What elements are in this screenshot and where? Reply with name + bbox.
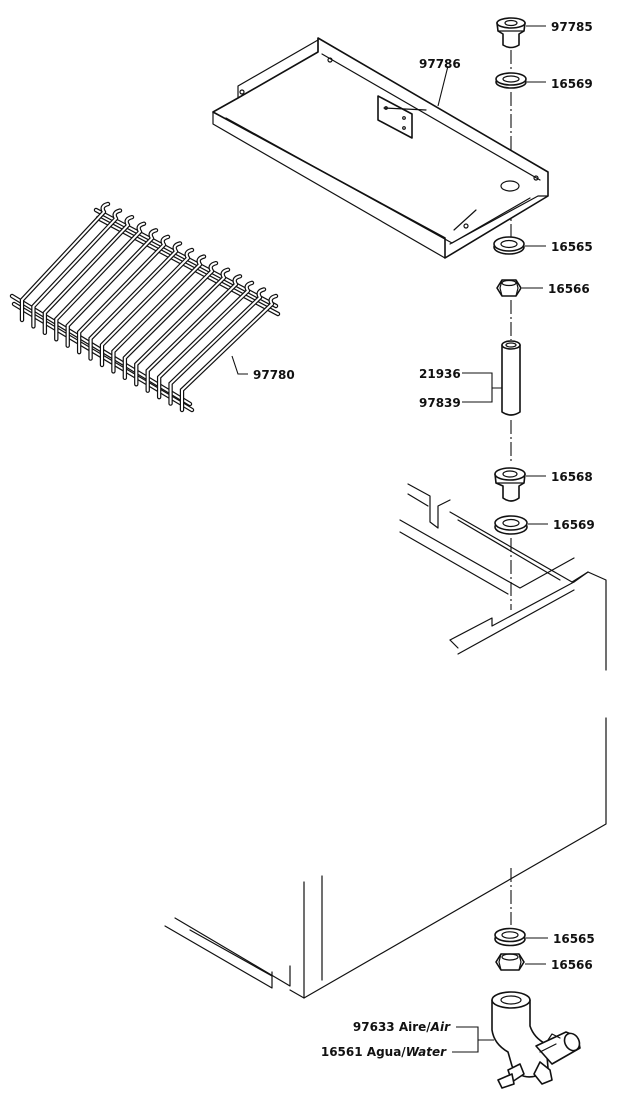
label-16565-lower: 16565: [553, 932, 595, 946]
gasket-top: [495, 72, 527, 89]
grid-wire-core: [55, 222, 145, 341]
washer-upper: [493, 236, 525, 255]
label-97633-num: 97633 Aire/: [353, 1020, 431, 1034]
label-16568: 16568: [551, 470, 593, 484]
label-16566-upper: 16566: [548, 282, 590, 296]
grid-wire-core: [169, 288, 265, 405]
standpipe: [501, 340, 521, 416]
drip-tray: [212, 37, 549, 259]
leader-lines: [231, 25, 548, 1053]
grid-wire-core: [78, 235, 169, 354]
label-97633-word: Air: [430, 1020, 451, 1034]
drain-fitting-mid: [494, 467, 526, 502]
grid-wire-core: [181, 295, 277, 411]
label-16561: 16561 Agua/Water: [321, 1045, 447, 1059]
label-16561-num: 16561 Agua/: [321, 1045, 406, 1059]
grid-wire-core: [66, 229, 157, 347]
grid-wire-core: [101, 249, 193, 366]
label-97780: 97780: [253, 368, 295, 382]
grid-rail-back-core: [97, 217, 279, 315]
washer-lower: [494, 927, 526, 947]
grid-wire-core: [21, 203, 109, 321]
grid-wire-core: [112, 255, 205, 373]
label-16566-lower: 16566: [551, 958, 593, 972]
grid-wire-core: [158, 281, 253, 399]
label-16561-word: Water: [406, 1045, 447, 1059]
label-97633: 97633 Aire/Air: [353, 1020, 451, 1034]
cabinet-upper: [399, 483, 607, 671]
grid: [9, 201, 281, 413]
label-16569-mid: 16569: [553, 518, 595, 532]
valve-assembly: [491, 991, 581, 1089]
grid-wire-core: [146, 275, 241, 392]
gasket-mid: [494, 515, 528, 535]
label-16569-top: 16569: [551, 77, 593, 91]
label-16565-upper: 16565: [551, 240, 593, 254]
label-97786: 97786: [419, 57, 461, 71]
drain-fitting-top: [496, 17, 526, 49]
label-21936: 21936: [419, 367, 461, 381]
grid-wire-core: [123, 262, 217, 379]
label-97839: 97839: [419, 396, 461, 410]
grid-wire-core: [135, 268, 229, 386]
label-97785: 97785: [551, 20, 593, 34]
nut-upper: [496, 279, 522, 297]
grid-wire-core: [89, 242, 181, 360]
nut-lower: [495, 953, 525, 971]
grid-wire-core: [43, 216, 133, 334]
grid-wire-core: [32, 209, 121, 328]
part-labels: 97785 16569 97786 16565 16566 21936 9783…: [253, 20, 595, 1059]
cabinet-lower: [164, 717, 607, 999]
